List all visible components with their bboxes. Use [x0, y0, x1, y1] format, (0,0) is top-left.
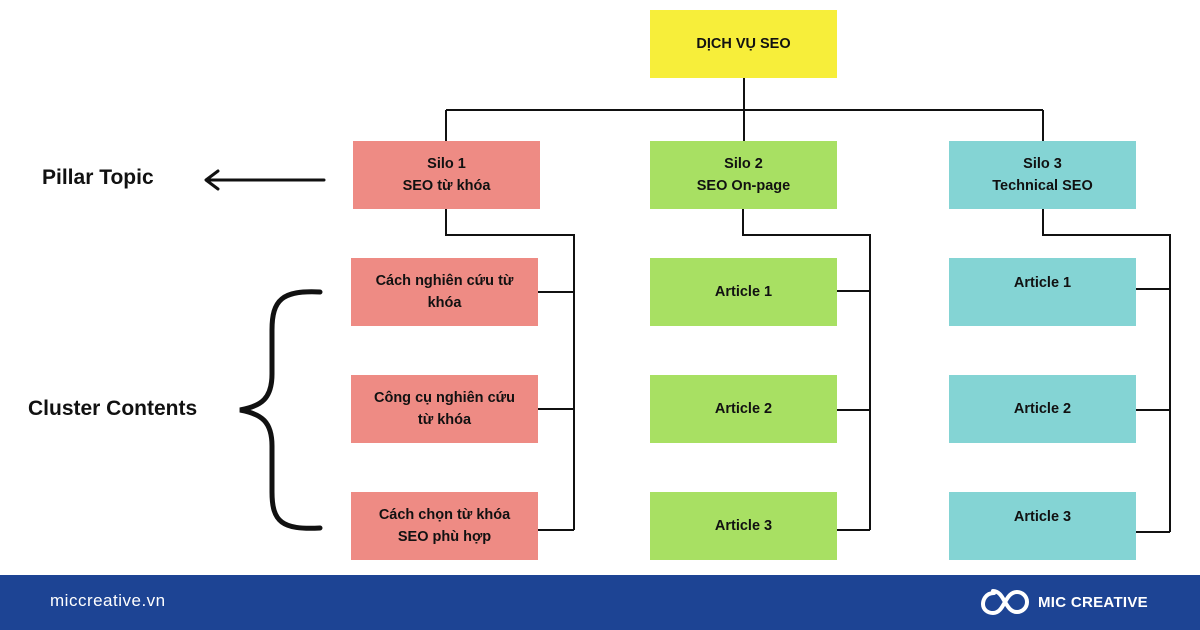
website-link[interactable]: miccreative.vn — [50, 591, 166, 610]
cluster-contents-label: Cluster Contents — [28, 397, 198, 420]
silo-subtitle: Technical SEO — [992, 178, 1093, 194]
silo-3-connector — [1042, 209, 1171, 533]
root-connector — [445, 78, 1044, 141]
article-node: Article 3 — [650, 492, 837, 560]
pillar-topic-label: Pillar Topic — [42, 166, 154, 189]
article-node: Article 1 — [949, 258, 1136, 326]
article-label: Article 3 — [1013, 509, 1072, 525]
silo-node-1: Silo 1 SEO từ khóa — [353, 141, 540, 209]
silo-title: Silo 1 — [427, 156, 466, 172]
silo-1-connector — [445, 209, 575, 531]
article-label: Cách chọn từ khóa — [378, 507, 511, 523]
root-node: DỊCH VỤ SEO — [650, 10, 837, 78]
root-node-label: DỊCH VỤ SEO — [696, 36, 791, 52]
brand-logo: MIC CREATIVE — [980, 587, 1148, 617]
article-node: Article 2 — [949, 375, 1136, 443]
silo-subtitle: SEO On-page — [696, 178, 791, 194]
article-label: Cách nghiên cứu từ — [375, 273, 514, 289]
silo-subtitle: SEO từ khóa — [402, 178, 491, 194]
silo-node-3: Silo 3 Technical SEO — [949, 141, 1136, 209]
silo-title: Silo 3 — [1023, 156, 1062, 172]
article-node: Cách nghiên cứu từ khóa — [351, 258, 538, 326]
silo-title: Silo 2 — [724, 156, 763, 172]
brand-name: MIC CREATIVE — [1038, 593, 1148, 611]
article-node: Article 3 — [949, 492, 1136, 560]
article-label: Article 2 — [1013, 401, 1072, 417]
article-node: Cách chọn từ khóa SEO phù hợp — [351, 492, 538, 560]
article-label: Công cụ nghiên cứu — [374, 390, 515, 406]
article-node: Article 1 — [650, 258, 837, 326]
article-label-cont: SEO phù hợp — [397, 529, 492, 545]
curly-brace-icon — [239, 289, 323, 531]
article-node: Công cụ nghiên cứu từ khóa — [351, 375, 538, 443]
article-label-cont: từ khóa — [417, 412, 472, 428]
silo-node-2: Silo 2 SEO On-page — [650, 141, 837, 209]
article-label: Article 2 — [714, 401, 773, 417]
article-node: Article 2 — [650, 375, 837, 443]
silo-2-connector — [742, 209, 871, 531]
article-label: Article 1 — [714, 284, 773, 300]
article-label-cont: khóa — [427, 295, 462, 311]
article-label: Article 3 — [714, 518, 773, 534]
arrow-left-icon — [204, 169, 326, 191]
mic-creative-logo-icon — [980, 589, 1030, 616]
connector-lines — [204, 78, 1171, 533]
article-label: Article 1 — [1013, 275, 1072, 291]
footer-bar: miccreative.vn MIC CREATIVE — [0, 575, 1200, 630]
